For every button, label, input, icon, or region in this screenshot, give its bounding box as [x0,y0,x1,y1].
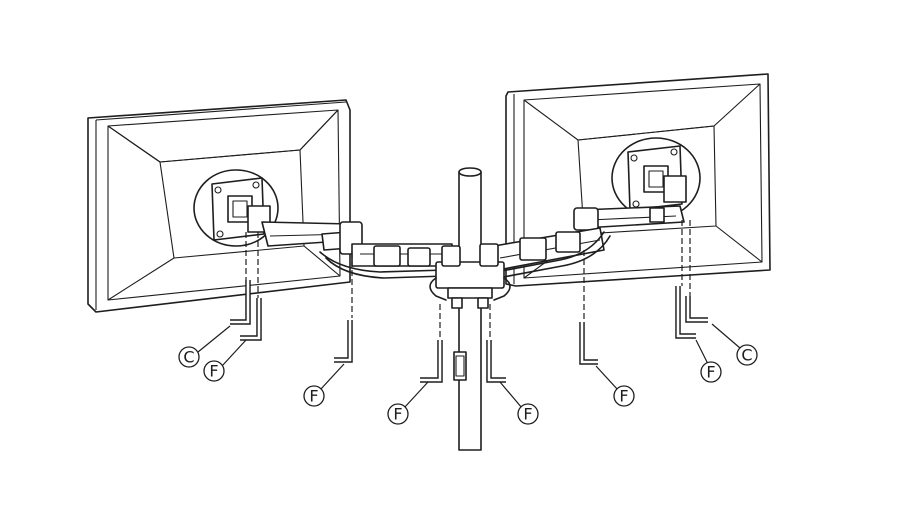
right-arm [493,205,685,279]
allen-key-f-center-right [486,340,506,383]
allen-key-c-left [230,280,251,325]
callout-f-left-1-letter: F [209,362,218,381]
callout-c-right: C [736,344,758,366]
callout-f-right-2: F [613,385,635,407]
callout-f-center-right-letter: F [523,405,532,424]
center-hub [429,243,511,381]
allen-key-f-right-1 [675,286,696,339]
callout-c-left: C [178,346,200,368]
leader-lines [197,323,741,409]
callout-f-right-1: F [700,361,722,383]
allen-keys [230,280,708,383]
callout-f-center-right: F [517,403,539,425]
callout-f-left-2: F [303,385,325,407]
allen-key-f-right-2 [579,322,598,365]
callout-f-left-1: F [203,360,225,382]
center-pole [458,167,482,451]
callout-f-center-left-letter: F [393,405,402,424]
left-arm [261,221,453,279]
allen-key-f-left-1 [240,298,262,341]
allen-key-f-center-left [420,340,443,383]
right-vesa-mount [611,137,701,219]
callout-c-right-letter: C [741,346,752,365]
callout-f-left-2-letter: F [309,387,318,406]
callout-f-right-1-letter: F [706,363,715,382]
allen-key-f-left-2 [334,320,353,363]
alignment-guides [245,220,691,340]
callout-c-left-letter: C [183,348,194,367]
allen-key-c-right [685,296,708,323]
left-vesa-mount [193,169,279,247]
callout-f-center-left: F [387,403,409,425]
callout-f-right-2-letter: F [619,387,628,406]
